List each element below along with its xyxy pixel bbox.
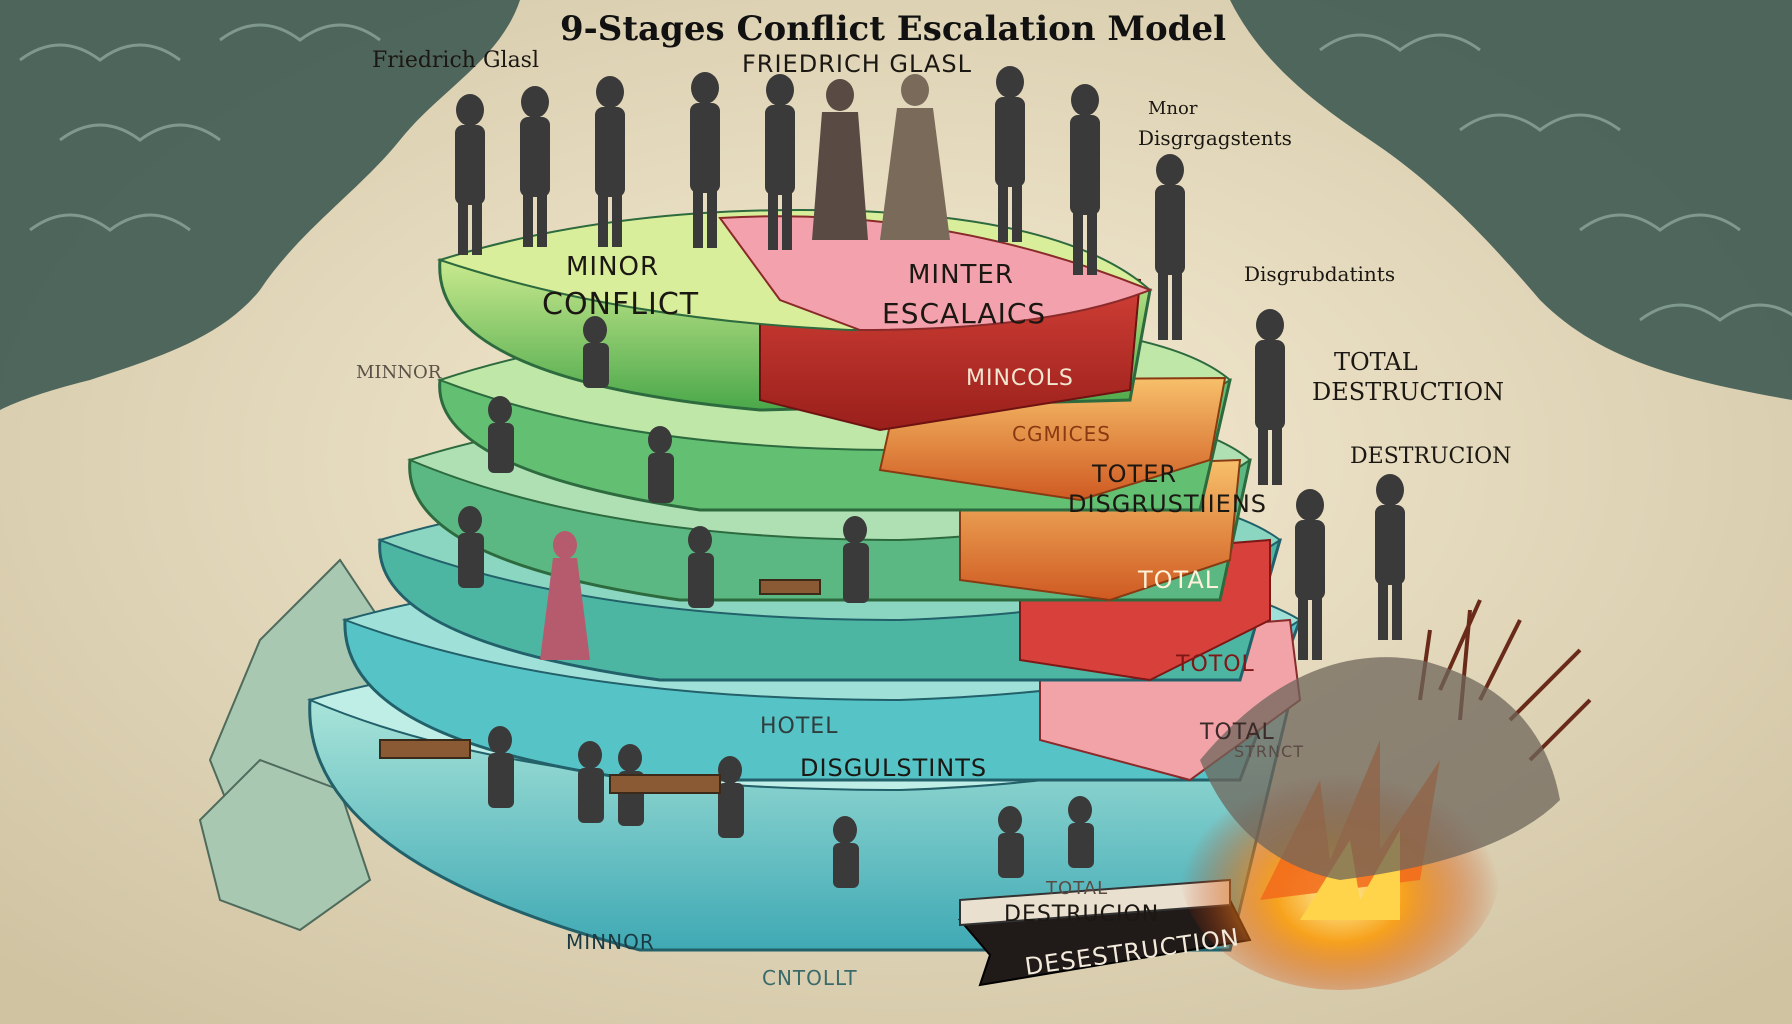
tier-label-total-2: TOTAL bbox=[1200, 720, 1275, 745]
tier-label-minter: MINTER bbox=[908, 260, 1014, 290]
tier-label-total-3: TOTAL bbox=[1046, 878, 1109, 899]
tier-label-cgmices: CGMICES bbox=[1012, 422, 1111, 446]
destruction-arrow bbox=[957, 878, 1252, 987]
cloud-texture bbox=[19, 23, 1792, 322]
side-label-left: MINNOR bbox=[356, 362, 442, 383]
tier-label-disgulstints: DISGULSTINTS bbox=[800, 754, 988, 782]
rubble-pile bbox=[1200, 657, 1560, 880]
tier-label-totol: TOTOL bbox=[1176, 652, 1255, 677]
tier-label-destrucion: DESTRUCION bbox=[1004, 902, 1160, 927]
tier-label-minor: MINOR bbox=[566, 252, 660, 282]
side-label-right-mid-2: DESTRUCTION bbox=[1312, 378, 1505, 406]
author-label-center: FRIEDRICH GLASL bbox=[742, 50, 972, 78]
side-label-right-mid-1: TOTAL bbox=[1334, 348, 1418, 376]
tier-label-mincols: MINCOLS bbox=[966, 366, 1074, 391]
tier-4-top bbox=[436, 208, 1153, 432]
side-label-right-upper: Disgrubdatints bbox=[1244, 262, 1396, 286]
side-label-top-right-1: Mnor bbox=[1148, 98, 1198, 119]
author-label-left: Friedrich Glasl bbox=[372, 48, 540, 73]
storm-clouds bbox=[0, 0, 1792, 410]
tier-label-conflict: CONFLICT bbox=[542, 287, 700, 322]
diagram-title: 9-Stages Conflict Escalation Model bbox=[560, 9, 1227, 49]
base-label-minnor: MINNOR bbox=[566, 930, 655, 954]
tier-label-toter: TOTER bbox=[1092, 460, 1178, 488]
tier-label-disgrustiiens: DISGRUSTIIENS bbox=[1068, 490, 1268, 518]
base-label-cntollt: CNTOLLT bbox=[762, 966, 858, 990]
tier-label-total: TOTAL bbox=[1138, 566, 1220, 594]
meeting-tables bbox=[379, 579, 821, 794]
side-label-right-lower: DESTRUCION bbox=[1350, 444, 1512, 469]
people-figures bbox=[455, 66, 1405, 888]
tier-label-hotel: HOTEL bbox=[760, 714, 839, 739]
tier-label-escalaics: ESCALAICS bbox=[882, 297, 1047, 330]
tier-label-strnct: STRNCT bbox=[1234, 742, 1304, 761]
side-label-top-right-2: Disgrgagstents bbox=[1138, 126, 1292, 150]
